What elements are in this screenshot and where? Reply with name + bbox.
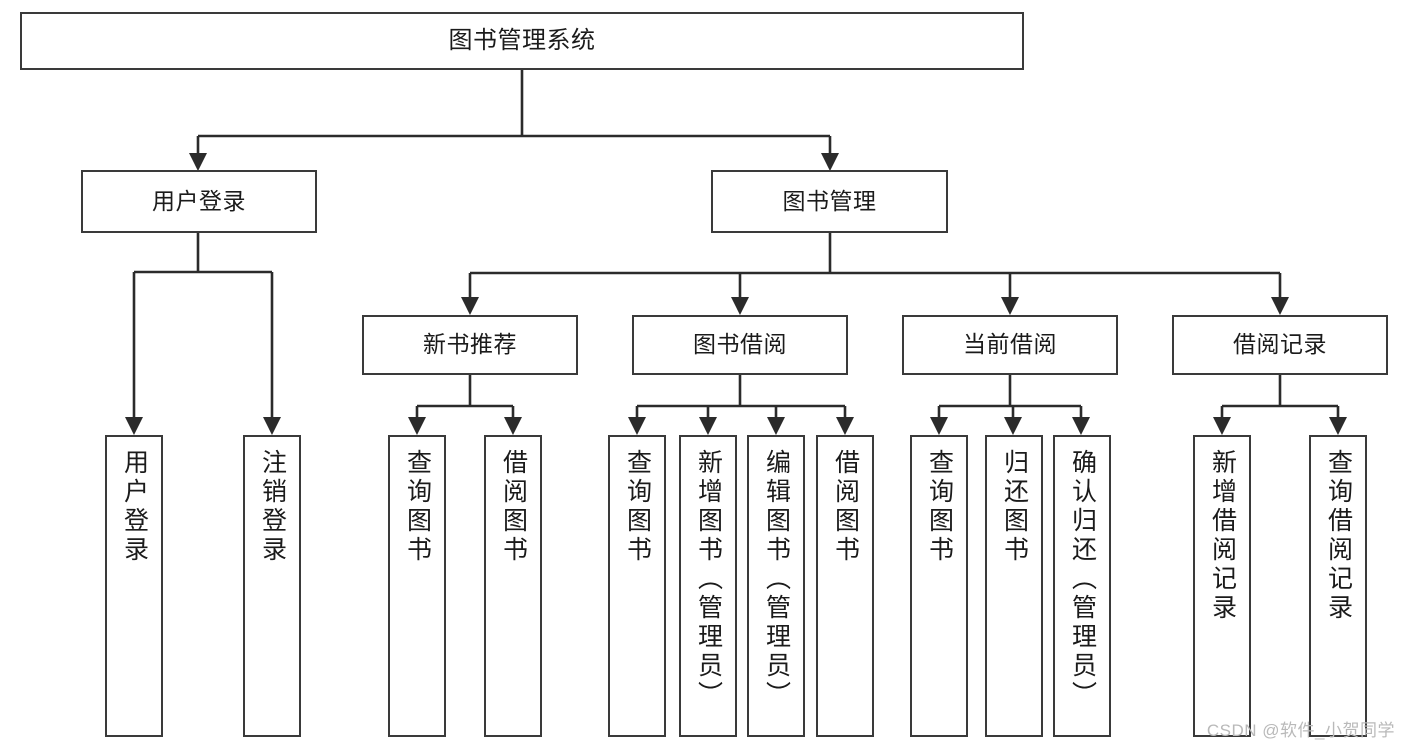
node-leaf-user-login[interactable]: 用户登录 (105, 435, 163, 737)
node-borrow-record[interactable]: 借阅记录 (1172, 315, 1388, 375)
node-book-manage-label: 图书管理 (782, 187, 877, 214)
node-user-login-label: 用户登录 (152, 187, 246, 214)
node-root[interactable]: 图书管理系统 (20, 12, 1024, 70)
node-book-manage[interactable]: 图书管理 (711, 170, 948, 233)
node-leaf-confirm-return[interactable]: 确认归还（管理员） (1053, 435, 1111, 737)
node-leaf-edit-book-label: 编辑图书（管理员） (762, 449, 791, 710)
node-book-borrow[interactable]: 图书借阅 (632, 315, 848, 375)
node-leaf-add-book[interactable]: 新增图书（管理员） (679, 435, 737, 737)
node-borrow-record-label: 借阅记录 (1233, 331, 1327, 358)
node-leaf-borrow-book-1[interactable]: 借阅图书 (484, 435, 542, 737)
node-leaf-confirm-return-label: 确认归还（管理员） (1068, 449, 1097, 710)
node-leaf-query-book-2[interactable]: 查询图书 (608, 435, 666, 737)
node-new-book-recommend[interactable]: 新书推荐 (362, 315, 578, 375)
node-leaf-return-book[interactable]: 归还图书 (985, 435, 1043, 737)
node-root-label: 图书管理系统 (448, 26, 596, 54)
node-leaf-add-record[interactable]: 新增借阅记录 (1193, 435, 1251, 737)
node-new-book-recommend-label: 新书推荐 (423, 331, 517, 358)
node-leaf-query-record[interactable]: 查询借阅记录 (1309, 435, 1367, 737)
node-current-borrow[interactable]: 当前借阅 (902, 315, 1118, 375)
node-leaf-add-book-label: 新增图书（管理员） (694, 449, 723, 710)
node-leaf-borrow-book-2-label: 借阅图书 (831, 449, 860, 565)
node-leaf-borrow-book-2[interactable]: 借阅图书 (816, 435, 874, 737)
node-leaf-query-book-3[interactable]: 查询图书 (910, 435, 968, 737)
node-leaf-borrow-book-1-label: 借阅图书 (499, 449, 528, 565)
node-leaf-query-book-1[interactable]: 查询图书 (388, 435, 446, 737)
node-leaf-query-book-2-label: 查询图书 (623, 449, 652, 565)
node-leaf-query-book-1-label: 查询图书 (403, 449, 432, 565)
node-leaf-edit-book[interactable]: 编辑图书（管理员） (747, 435, 805, 737)
node-leaf-return-book-label: 归还图书 (1000, 449, 1029, 565)
node-leaf-user-login-label: 用户登录 (120, 449, 149, 565)
node-leaf-query-book-3-label: 查询图书 (925, 449, 954, 565)
node-leaf-logout-login-label: 注销登录 (258, 449, 287, 565)
node-user-login[interactable]: 用户登录 (81, 170, 317, 233)
node-leaf-query-record-label: 查询借阅记录 (1324, 449, 1353, 623)
node-current-borrow-label: 当前借阅 (963, 331, 1057, 358)
node-book-borrow-label: 图书借阅 (693, 331, 787, 358)
csdn-watermark: CSDN @软件_小贺同学 (1206, 721, 1395, 740)
node-leaf-add-record-label: 新增借阅记录 (1208, 449, 1237, 623)
node-leaf-logout-login[interactable]: 注销登录 (243, 435, 301, 737)
